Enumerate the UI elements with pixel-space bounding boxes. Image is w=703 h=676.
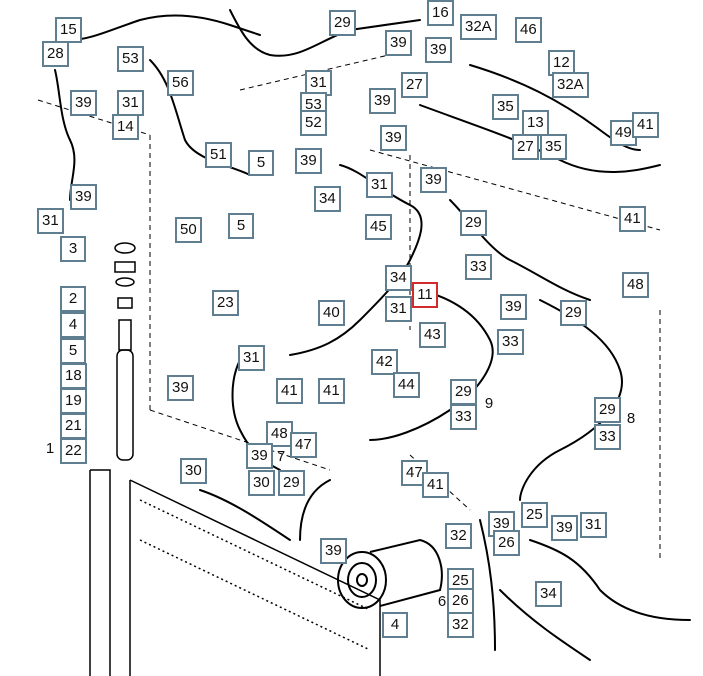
part-callout: 32A	[552, 72, 589, 98]
part-callout: 29	[329, 10, 356, 36]
part-callout: 41	[632, 112, 659, 138]
part-callout: 18	[60, 363, 87, 389]
part-callout: 35	[540, 134, 567, 160]
part-callout: 30	[180, 458, 207, 484]
part-callout: 56	[167, 70, 194, 96]
part-callout: 9	[484, 395, 494, 412]
part-callout: 2	[60, 286, 86, 312]
part-callout: 13	[522, 110, 549, 136]
part-callout: 33	[497, 329, 524, 355]
part-callout: 53	[117, 46, 144, 72]
part-callout: 23	[212, 290, 239, 316]
part-callout: 39	[70, 184, 97, 210]
part-callout: 39	[295, 148, 322, 174]
part-callout: 32	[445, 523, 472, 549]
part-callout: 48	[622, 272, 649, 298]
part-callout: 31	[238, 345, 265, 371]
part-callout: 3	[60, 236, 86, 262]
part-callout: 47	[290, 432, 317, 458]
part-callout: 42	[371, 349, 398, 375]
part-callout: 29	[460, 210, 487, 236]
part-callout: 41	[276, 378, 303, 404]
part-callout: 16	[427, 0, 454, 26]
part-callout: 40	[318, 300, 345, 326]
part-callout: 51	[205, 142, 232, 168]
part-callout: 35	[492, 94, 519, 120]
part-callout: 32	[447, 612, 474, 638]
part-callout: 28	[42, 41, 69, 67]
part-callout: 39	[70, 90, 97, 116]
part-callout: 39	[167, 375, 194, 401]
part-callout: 39	[380, 125, 407, 151]
part-callout: 25	[521, 502, 548, 528]
part-callout: 31	[305, 70, 332, 96]
part-callout: 33	[465, 254, 492, 280]
part-callout: 32A	[460, 14, 497, 40]
part-callout: 41	[619, 206, 646, 232]
part-callout: 34	[535, 581, 562, 607]
part-callout: 48	[266, 421, 293, 447]
part-callout: 31	[580, 512, 607, 538]
part-callout: 5	[248, 150, 274, 176]
highlighted-part-callout: 11	[412, 282, 438, 308]
part-callout: 6	[437, 593, 447, 610]
part-callout: 52	[300, 110, 327, 136]
part-callout: 45	[365, 214, 392, 240]
part-callout: 39	[320, 538, 347, 564]
part-callout: 8	[626, 410, 636, 427]
part-callout: 30	[248, 470, 275, 496]
part-callout: 4	[60, 312, 86, 338]
part-callout: 33	[594, 424, 621, 450]
part-callout: 31	[385, 296, 412, 322]
part-callout: 31	[117, 90, 144, 116]
part-callout: 29	[278, 470, 305, 496]
part-callout: 41	[318, 378, 345, 404]
condenser	[89, 469, 381, 676]
part-callout: 31	[366, 172, 393, 198]
part-callout: 31	[37, 208, 64, 234]
part-callout: 50	[175, 217, 202, 243]
part-callout: 27	[512, 134, 539, 160]
ac-compressor	[337, 538, 443, 609]
part-callout: 29	[594, 397, 621, 423]
part-callout: 29	[560, 300, 587, 326]
part-callout: 46	[515, 17, 542, 43]
part-callout: 1	[45, 440, 55, 457]
part-callout: 19	[60, 388, 87, 414]
part-callout: 26	[447, 588, 474, 614]
part-callout: 39	[385, 30, 412, 56]
part-callout: 22	[60, 438, 87, 464]
part-callout: 39	[425, 37, 452, 63]
part-callout: 27	[401, 72, 428, 98]
part-callout: 15	[55, 17, 82, 43]
part-callout: 41	[422, 472, 449, 498]
part-callout: 39	[500, 294, 527, 320]
part-callout: 4	[382, 612, 408, 638]
part-callout: 33	[450, 404, 477, 430]
part-callout: 21	[60, 413, 87, 439]
receiver-drier-stack	[114, 242, 136, 461]
part-callout: 39	[369, 88, 396, 114]
part-callout: 5	[228, 213, 254, 239]
part-callout: 34	[385, 265, 412, 291]
part-callout: 44	[393, 372, 420, 398]
part-callout: 14	[112, 114, 139, 140]
part-callout: 43	[419, 322, 446, 348]
part-callout: 34	[314, 186, 341, 212]
part-callout: 39	[420, 167, 447, 193]
part-callout: 29	[450, 379, 477, 405]
part-callout: 5	[60, 338, 86, 364]
part-callout: 7	[276, 448, 286, 465]
part-callout: 26	[493, 530, 520, 556]
part-callout: 39	[551, 515, 578, 541]
part-callout: 39	[246, 443, 273, 469]
